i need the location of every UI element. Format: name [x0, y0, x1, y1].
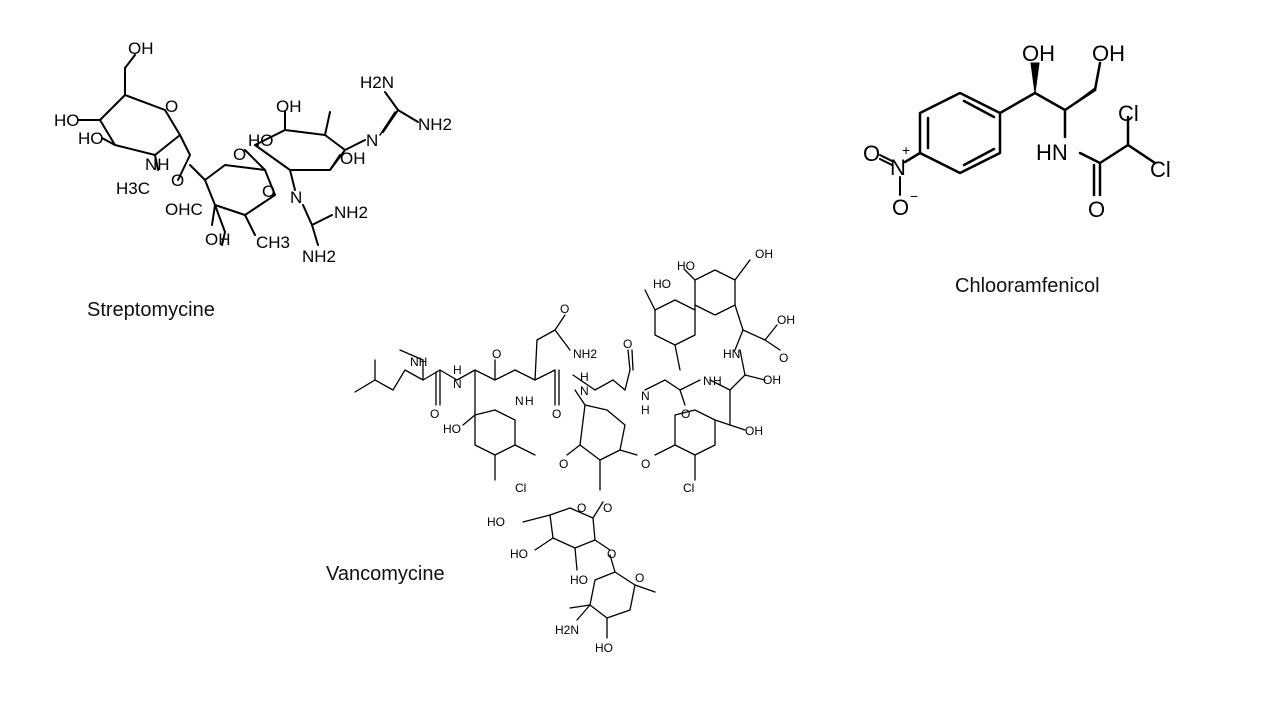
vanc-hn: HN: [723, 347, 740, 361]
strep-oh-top: OH: [128, 39, 154, 58]
caption-chloramphenicol: Chlooramfenicol: [955, 275, 1100, 297]
vanc-o-eth2: O: [641, 457, 650, 471]
vanc-ho-top: HO: [653, 277, 671, 291]
vanc-n1: N: [453, 377, 462, 391]
vanc-nh2: NH2: [573, 347, 597, 361]
strep-ho-mid: HO: [248, 131, 274, 150]
vanc-o-amide: O: [560, 302, 569, 316]
vanc-o3: O: [552, 407, 561, 421]
vanc-ho1: HO: [443, 422, 461, 436]
strep-nh2-top: NH2: [418, 115, 452, 134]
vancomycine-structure: NH N H O HO N H O O NH2 N H O O N H O N …: [354, 247, 795, 655]
vanc-ho-top2: HO: [677, 259, 695, 273]
chlor-minus: −: [910, 188, 918, 204]
vanc-nh-me: NH: [410, 355, 427, 369]
strep-n-guan1: N: [366, 131, 378, 150]
vanc-h2n-sug: H2N: [555, 623, 579, 637]
vanc-oh-top: OH: [755, 247, 773, 261]
vanc-o4: O: [623, 337, 632, 351]
chlor-o-nitro1: O: [863, 141, 880, 166]
strep-ho-left2: HO: [78, 129, 104, 148]
vanc-ho-sug4: HO: [595, 641, 613, 655]
vanc-o-eth1: O: [559, 457, 568, 471]
strep-oh-bot: OH: [205, 230, 231, 249]
vanc-oh-cooh: OH: [777, 313, 795, 327]
vanc-h4: H: [641, 403, 650, 417]
strep-ho-left: HO: [54, 111, 80, 130]
chlor-o-carbonyl: O: [1088, 197, 1105, 222]
vanc-h2: H: [525, 394, 534, 408]
strep-nh2-mid: NH2: [334, 203, 368, 222]
vanc-o-sug3: O: [635, 571, 644, 585]
vanc-o-cooh: O: [779, 351, 788, 365]
vanc-oh-benz: OH: [745, 424, 763, 438]
chlor-cl1: Cl: [1118, 101, 1139, 126]
strep-o-ring2: O: [262, 182, 275, 201]
vanc-cl1: Cl: [515, 481, 526, 495]
chlor-n-nitro: N: [890, 155, 906, 180]
strep-h3c: H3C: [116, 179, 150, 198]
strep-nh: NH: [145, 155, 170, 174]
chlor-oh2: OH: [1092, 41, 1125, 66]
strep-nh2-bot: NH2: [302, 247, 336, 266]
chlor-o-nitro2: O: [892, 195, 909, 220]
vanc-o1: O: [430, 407, 439, 421]
vanc-h5: H: [713, 374, 722, 388]
strep-oh-right: OH: [340, 149, 366, 168]
vanc-h3: H: [580, 370, 589, 384]
vanc-cl2: Cl: [683, 481, 694, 495]
strep-n-guan2: N: [290, 188, 302, 207]
strep-oh-mid: OH: [276, 97, 302, 116]
vanc-n3: N: [580, 384, 589, 398]
strep-h2n-top: H2N: [360, 73, 394, 92]
vanc-o-gly: O: [603, 501, 612, 515]
vanc-n5: N: [703, 374, 712, 388]
strep-ohc: OHC: [165, 200, 203, 219]
vanc-o-sug2: O: [607, 547, 616, 561]
vanc-h1: H: [453, 363, 462, 377]
chloramphenicol-structure: OH OH Cl Cl HN O O N + O −: [863, 41, 1171, 222]
vanc-n2: N: [515, 394, 524, 408]
vanc-ho-sug1: HO: [487, 515, 505, 529]
chlor-oh1: OH: [1022, 41, 1055, 66]
vanc-o-sug1: O: [577, 501, 586, 515]
vanc-ho-sug2: HO: [510, 547, 528, 561]
strep-o-ring1: O: [165, 97, 178, 116]
vanc-oh-benz2: OH: [763, 373, 781, 387]
chlor-hn: HN: [1036, 140, 1068, 165]
caption-streptomycine: Streptomycine: [87, 299, 215, 321]
strep-o-glyco2: O: [233, 145, 246, 164]
chlor-plus: +: [902, 142, 910, 158]
streptomycine-structure: OH HO HO NH H3C O O O O HO OH OH N H2N N…: [54, 39, 452, 266]
strep-o-glyco1: O: [171, 171, 184, 190]
vanc-n4: N: [641, 389, 650, 403]
vanc-o2: O: [492, 347, 501, 361]
caption-vancomycine: Vancomycine: [326, 563, 445, 585]
vanc-o5: O: [681, 407, 690, 421]
strep-ch3: CH3: [256, 233, 290, 252]
chlor-cl2: Cl: [1150, 157, 1171, 182]
vanc-ho-sug3: HO: [570, 573, 588, 587]
